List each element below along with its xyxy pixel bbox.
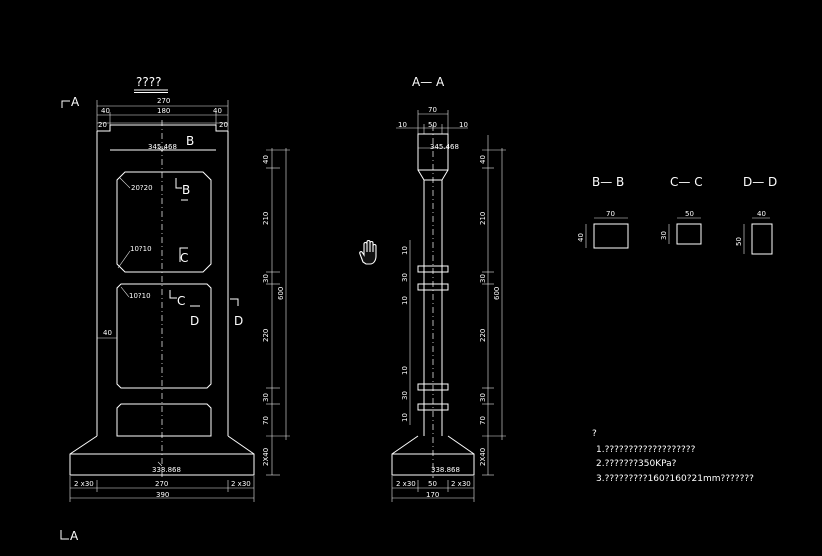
svg-text:2 x30: 2 x30 [74, 480, 94, 488]
svg-text:30: 30 [479, 274, 487, 283]
svg-text:10: 10 [401, 366, 409, 375]
svg-text:2X40: 2X40 [262, 448, 270, 466]
svg-text:1.???????????????????: 1.??????????????????? [596, 445, 696, 455]
svg-text:2 x30: 2 x30 [451, 480, 471, 488]
svg-text:180: 180 [157, 107, 170, 115]
svg-text:10: 10 [459, 121, 468, 129]
section-cc: C— C 50 30 [660, 175, 703, 245]
svg-text:40: 40 [213, 107, 222, 115]
svg-text:C: C [180, 251, 188, 265]
section-label-a-top: A [71, 95, 80, 109]
svg-text:70: 70 [606, 210, 615, 218]
section-mark-a-bottom [60, 530, 69, 540]
svg-text:3.?????????160?160?21mm???????: 3.?????????160?160?21mm??????? [596, 474, 754, 484]
svg-text:20?20: 20?20 [131, 184, 153, 192]
svg-text:40: 40 [103, 329, 112, 337]
svg-text:40: 40 [101, 107, 110, 115]
svg-text:50: 50 [685, 210, 694, 218]
front-view-title: ???? [136, 75, 161, 89]
hand-cursor-icon [359, 239, 377, 265]
svg-text:20: 20 [98, 121, 107, 129]
section-dd: D— D 40 50 [735, 175, 777, 255]
svg-text:C— C: C— C [670, 175, 703, 189]
svg-text:C: C [177, 294, 185, 308]
svg-text:10: 10 [401, 413, 409, 422]
svg-text:70: 70 [428, 106, 437, 114]
svg-text:2 x30: 2 x30 [231, 480, 251, 488]
svg-text:?: ? [592, 429, 597, 439]
svg-text:50: 50 [735, 237, 743, 246]
svg-text:170: 170 [426, 491, 439, 499]
svg-text:B: B [182, 183, 190, 197]
front-elev-top: 345.468 [148, 143, 177, 151]
svg-text:10: 10 [398, 121, 407, 129]
front-elev-bottom: 338.868 [152, 466, 181, 474]
svg-text:30: 30 [479, 393, 487, 402]
svg-text:600: 600 [277, 287, 285, 300]
notes: ? 1.??????????????????? 2.???????350KPa?… [592, 429, 754, 484]
svg-text:40: 40 [262, 155, 270, 164]
svg-text:30: 30 [401, 391, 409, 400]
side-view-title: A— A [412, 75, 445, 89]
svg-text:10?10: 10?10 [130, 245, 152, 253]
section-bb: B— B 70 40 [577, 175, 629, 249]
section-label-a-bottom: A [70, 529, 79, 543]
svg-text:70: 70 [479, 416, 487, 425]
side-view: A— A 70 10 50 10 345.468 10 30 10 10 30 … [391, 75, 506, 502]
svg-text:D: D [190, 314, 199, 328]
svg-text:50: 50 [428, 121, 437, 129]
svg-text:338.868: 338.868 [431, 466, 460, 474]
svg-text:30: 30 [262, 274, 270, 283]
svg-text:50: 50 [428, 480, 437, 488]
svg-text:210: 210 [479, 212, 487, 225]
svg-text:2X40: 2X40 [479, 448, 487, 466]
svg-text:30: 30 [660, 231, 668, 240]
front-opening-2 [116, 283, 212, 389]
svg-text:40: 40 [577, 233, 585, 242]
svg-text:B: B [186, 134, 194, 148]
svg-text:30: 30 [401, 273, 409, 282]
svg-text:10: 10 [401, 246, 409, 255]
svg-text:30: 30 [262, 393, 270, 402]
svg-text:270: 270 [155, 480, 168, 488]
section-mark-a-top [61, 100, 70, 108]
svg-text:345.468: 345.468 [430, 143, 459, 151]
svg-text:20: 20 [219, 121, 228, 129]
svg-text:B— B: B— B [592, 175, 624, 189]
svg-text:600: 600 [493, 287, 501, 300]
svg-text:10: 10 [401, 296, 409, 305]
svg-text:2 x30: 2 x30 [396, 480, 416, 488]
svg-text:D: D [234, 314, 243, 328]
front-opening-3 [116, 403, 212, 437]
svg-text:70: 70 [262, 416, 270, 425]
svg-text:220: 220 [479, 329, 487, 342]
front-view: ???? A A 270 40 180 40 20 20 345.468 [60, 75, 290, 543]
front-opening-1 [116, 171, 212, 273]
svg-text:270: 270 [157, 97, 170, 105]
svg-text:40: 40 [757, 210, 766, 218]
svg-text:10?10: 10?10 [129, 292, 151, 300]
svg-text:220: 220 [262, 329, 270, 342]
svg-text:390: 390 [156, 491, 169, 499]
svg-text:2.???????350KPa?: 2.???????350KPa? [596, 459, 677, 469]
svg-text:40: 40 [479, 155, 487, 164]
svg-text:D— D: D— D [743, 175, 777, 189]
svg-text:210: 210 [262, 212, 270, 225]
